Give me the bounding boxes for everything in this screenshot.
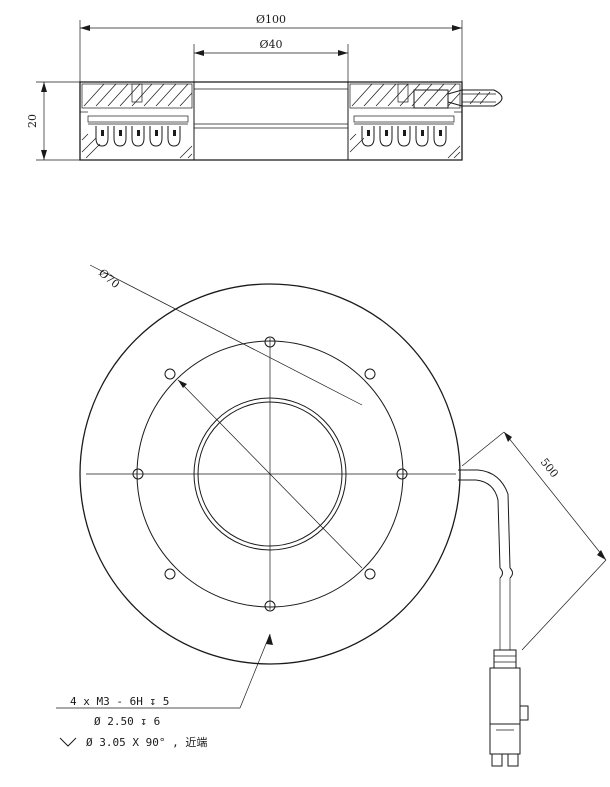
outer-circle [79,283,461,665]
mount-hole [164,568,176,580]
dim-outer-diameter: Ø100 [256,13,286,26]
dim-inner-diameter: Ø40 [259,38,282,51]
connector-icon [489,649,529,767]
hole-note-line2: Ø 2.50 ↧ 6 [94,715,160,728]
pcd-leader [89,264,363,406]
mount-hole [264,600,276,612]
hatch-left-bottom [81,133,193,159]
hole-note: 4 x M3 - 6H ↧ 5 Ø 2.50 ↧ 6 Ø 3.05 X 90° … [59,695,207,749]
dim-height: 20 [26,114,39,128]
hatch-left [81,83,193,109]
mount-hole [364,568,376,580]
mount-hole [164,368,176,380]
plan-view: Ø70 [56,264,607,767]
mount-hole [264,336,276,348]
led-board-left [87,115,189,147]
mount-hole [364,368,376,380]
section-view: Ø100 Ø40 20 [26,13,503,161]
hole-note-line1: 4 x M3 - 6H ↧ 5 [70,695,169,708]
hole-leader [239,633,271,709]
cable-gland-section [447,89,503,107]
hole-note-line3: Ø 3.05 X 90° , 近端 [86,736,207,749]
dim-cable-length: 500 [538,456,561,481]
countersink-icon [59,737,77,747]
led-board-right [353,115,455,147]
mount-hole [396,468,408,480]
hatch-right [349,83,461,109]
mount-hole [132,468,144,480]
cable [458,469,513,650]
